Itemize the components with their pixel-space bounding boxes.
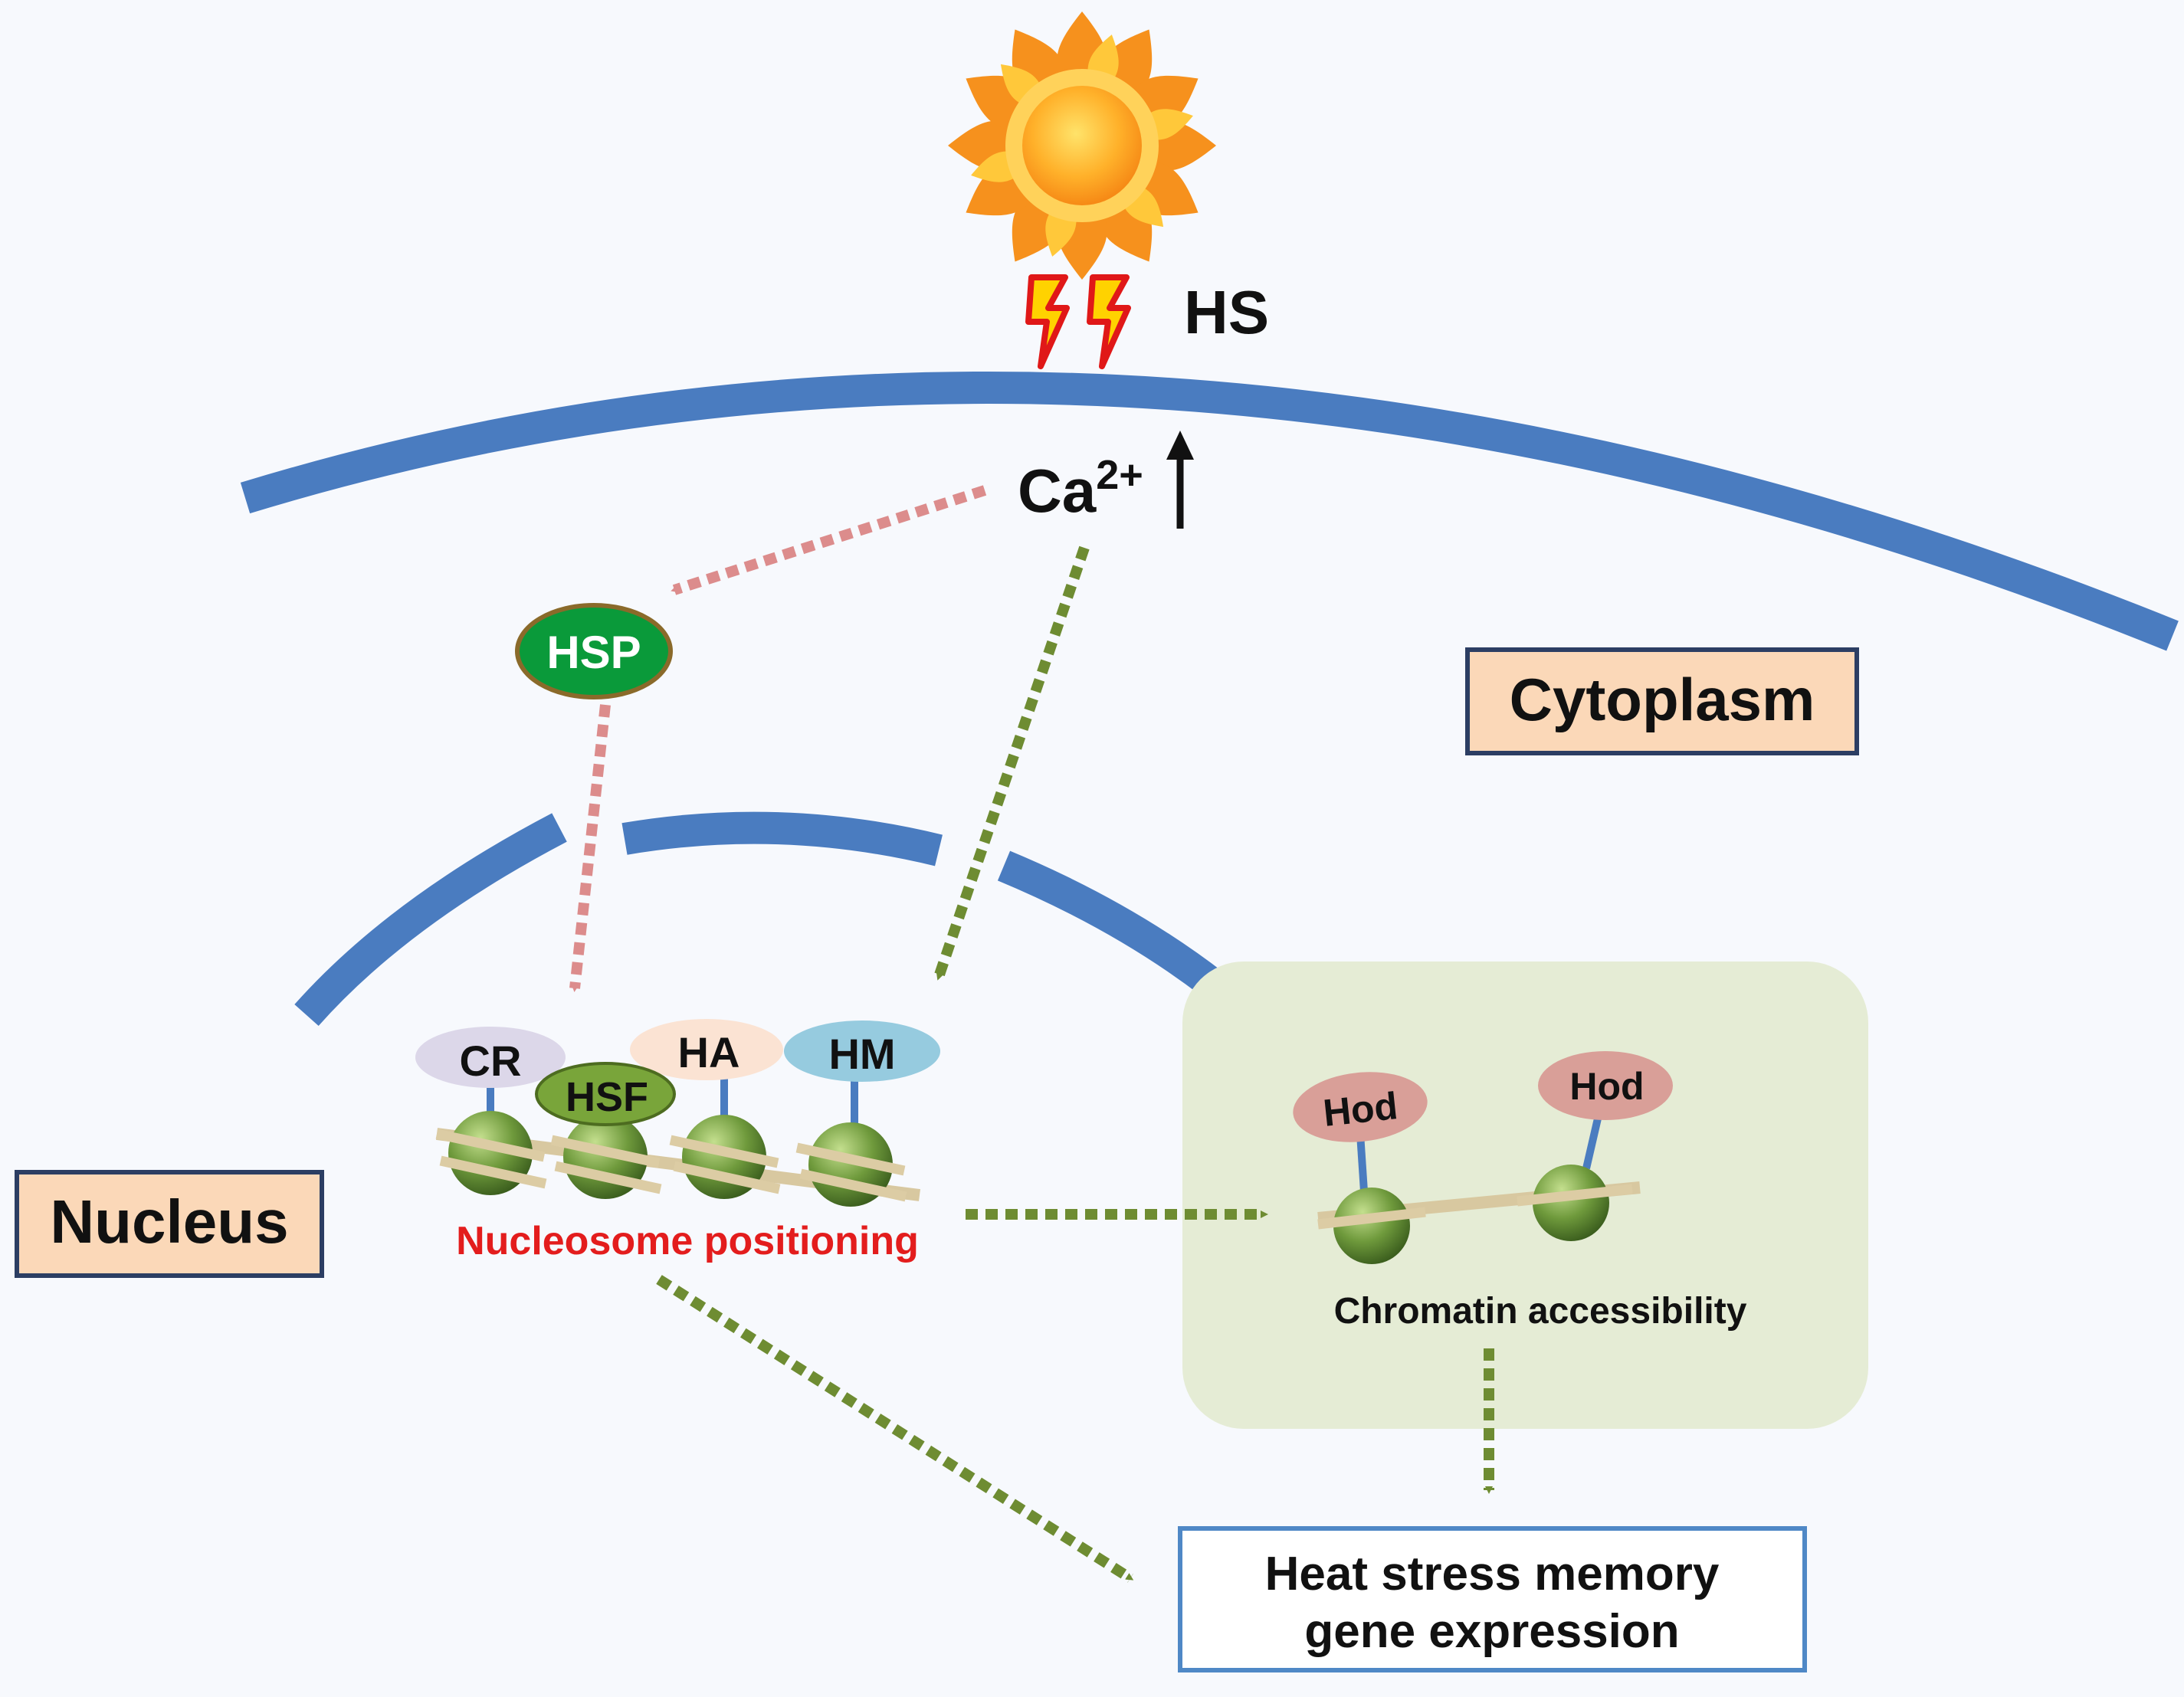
cytoplasm-label: Cytoplasm <box>1510 666 1815 733</box>
nucleosome-icon <box>795 1122 907 1207</box>
nucleosome-icon <box>1317 1188 1426 1264</box>
arrow-ca-to-hsp <box>671 485 987 595</box>
hod-label: Hod <box>1569 1065 1644 1108</box>
hod-label: Hod <box>1321 1084 1400 1135</box>
cr-node <box>415 1027 566 1088</box>
gene-expression-line1: Heat stress memory <box>1265 1548 1720 1600</box>
arrow-hsp-to-nucleosome <box>569 704 611 992</box>
ha-label: HA <box>678 1028 740 1076</box>
hsf-label: HSF <box>566 1074 648 1120</box>
nucleosome-icon <box>1517 1165 1633 1241</box>
hm-node <box>784 1020 940 1082</box>
arrow-ca-to-nucleosome <box>933 545 1090 981</box>
lightning-icon <box>1025 274 1131 369</box>
nucleosome-icon <box>435 1111 547 1195</box>
hsf-node <box>535 1062 676 1126</box>
nucleosome-icon <box>669 1115 781 1199</box>
hsp-node <box>515 603 673 699</box>
nucleosome-icon <box>550 1115 662 1199</box>
arrow-to-gene-expression <box>656 1275 1134 1583</box>
hod-node <box>1538 1051 1673 1120</box>
hsp-label: HSP <box>546 627 641 678</box>
nucleosome-positioning-label: Nucleosome positioning <box>456 1219 919 1263</box>
cell-membrane <box>240 372 2179 651</box>
gene-expression-box <box>1178 1526 1807 1672</box>
nucleus-box <box>15 1170 324 1278</box>
hm-label: HM <box>828 1030 895 1078</box>
hod-node <box>1293 1072 1428 1142</box>
nucleosome-cluster <box>435 1061 921 1207</box>
nucleus-label: Nucleus <box>50 1188 288 1256</box>
open-chromatin: Hod Hod <box>1293 1051 1673 1264</box>
chromatin-accessibility-label: Chromatin accessibility <box>1334 1291 1747 1332</box>
cytoplasm-box <box>1465 647 1859 755</box>
ha-node <box>630 1019 783 1080</box>
up-arrow-icon <box>1166 431 1194 529</box>
gene-expression-line2: gene expression <box>1304 1605 1679 1658</box>
sun-icon <box>948 11 1216 280</box>
hs-label: HS <box>1184 278 1269 346</box>
calcium-label: Ca2+ <box>1018 452 1143 525</box>
cr-label: CR <box>460 1037 522 1085</box>
signal-arrows <box>569 485 1494 1583</box>
